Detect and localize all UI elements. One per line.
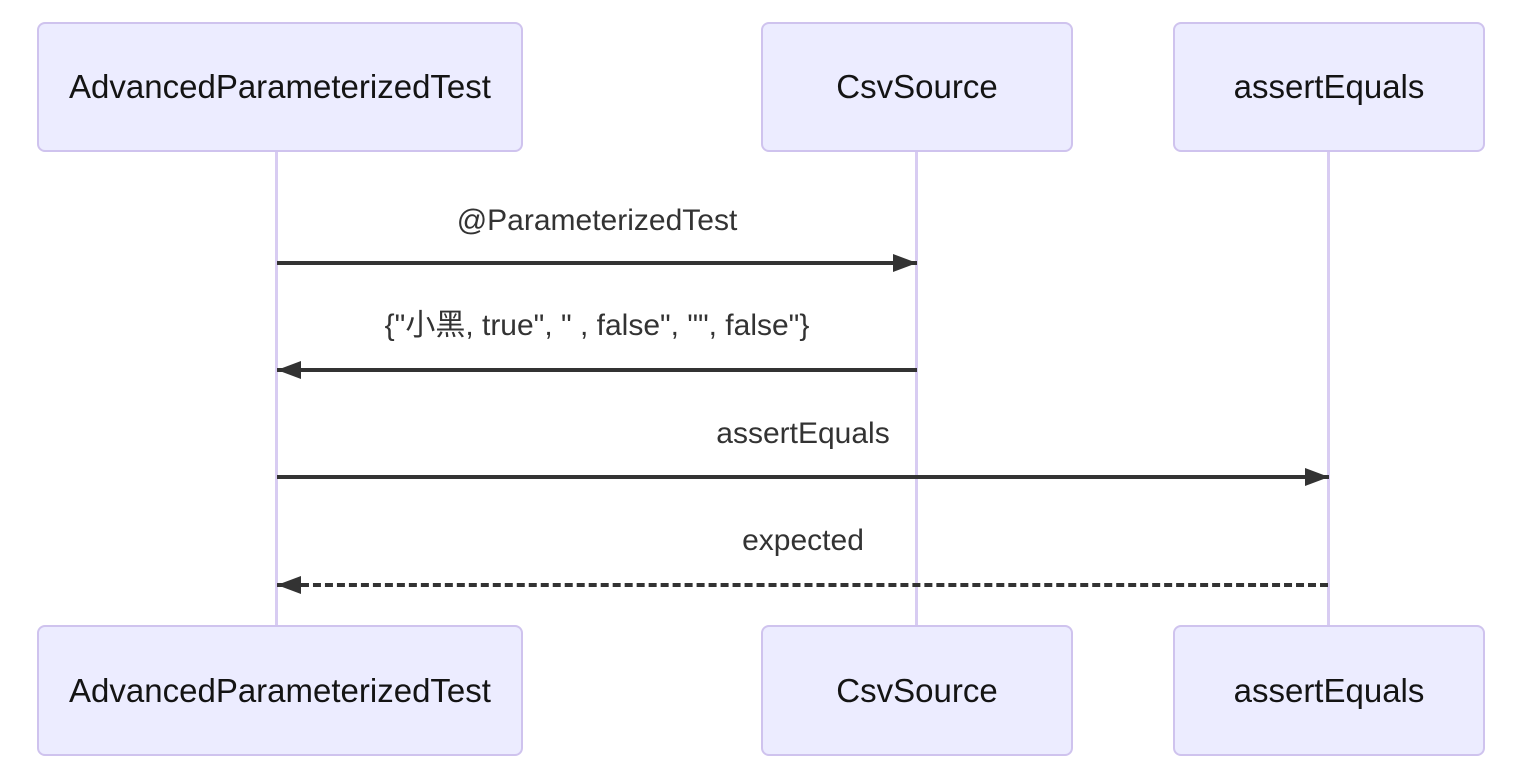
arrowhead-left-icon	[277, 361, 301, 379]
message-label: expected	[742, 524, 864, 557]
participant-box-csvsource-bottom: CsvSource	[761, 625, 1073, 756]
lifeline-csvsource	[915, 151, 918, 626]
message-label: @ParameterizedTest	[456, 204, 738, 237]
message-label: assertEquals	[716, 417, 890, 450]
participant-label: CsvSource	[836, 68, 998, 105]
arrowhead-left-icon	[277, 576, 301, 594]
participant-label: CsvSource	[836, 671, 998, 709]
participant-label: AdvancedParameterizedTest	[69, 68, 491, 105]
participant-label: assertEquals	[1233, 68, 1425, 105]
participant-box-advancedparameterizedtest-top: AdvancedParameterizedTest	[37, 22, 523, 152]
participant-label: assertEquals	[1233, 671, 1425, 709]
message-line-assertequals	[277, 475, 1329, 479]
message-line-parameterizedtest	[277, 261, 917, 265]
participant-box-assertequals-top: assertEquals	[1173, 22, 1485, 152]
message-line-csv-values	[277, 368, 917, 372]
lifeline-assertequals	[1327, 151, 1330, 626]
arrowhead-right-icon	[1305, 468, 1329, 486]
participant-label: AdvancedParameterizedTest	[69, 671, 491, 709]
arrowhead-right-icon	[893, 254, 917, 272]
message-line-expected-return	[277, 583, 1328, 587]
lifeline-advancedparameterizedtest	[275, 151, 278, 626]
participant-box-advancedparameterizedtest-bottom: AdvancedParameterizedTest	[37, 625, 523, 756]
participant-box-assertequals-bottom: assertEquals	[1173, 625, 1485, 756]
participant-box-csvsource-top: CsvSource	[761, 22, 1073, 152]
message-label: {"小黑, true", " , false", "", false"}	[384, 309, 810, 342]
